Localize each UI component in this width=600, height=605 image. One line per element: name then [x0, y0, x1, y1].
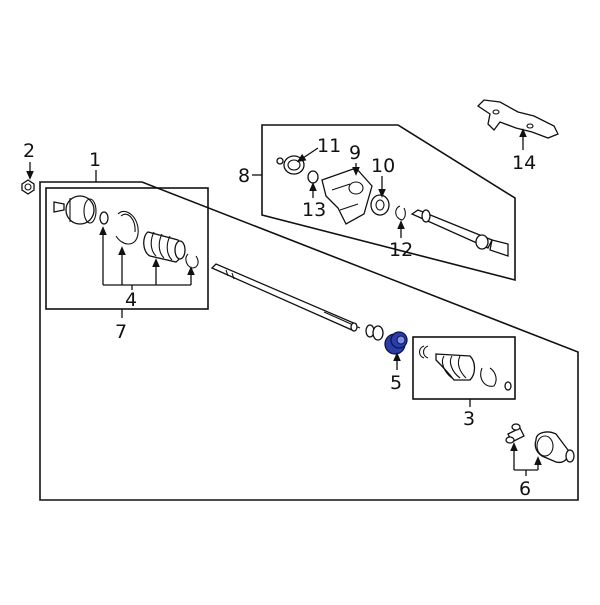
boot-band-large[interactable] — [115, 210, 139, 245]
callout-5: 5 — [390, 372, 402, 394]
main-assembly-frame — [39, 181, 579, 501]
callout-4: 4 — [125, 289, 137, 311]
callout-leaders — [26, 128, 527, 407]
callout-9: 9 — [349, 142, 361, 164]
outer-boot[interactable] — [143, 231, 186, 263]
circlip-13[interactable] — [307, 170, 319, 184]
highlighted-part-5[interactable] — [384, 331, 408, 355]
inner-boot-band-small[interactable] — [418, 345, 429, 359]
callout-6-leaders — [510, 442, 542, 476]
callout-4-leaders — [99, 226, 195, 290]
inner-snap-ring[interactable] — [504, 381, 512, 391]
outer-joint-kit-box — [45, 187, 209, 310]
callout-10: 10 — [371, 155, 395, 177]
callout-13: 13 — [302, 199, 326, 221]
bearing-support-bracket[interactable] — [321, 167, 373, 225]
hub-nut[interactable] — [21, 179, 35, 195]
circlip-12[interactable] — [395, 205, 406, 221]
tripod-joint[interactable] — [505, 423, 525, 444]
inner-boot-kit-box — [412, 336, 516, 400]
callout-12: 12 — [389, 239, 413, 261]
callout-11: 11 — [317, 135, 341, 157]
callout-2: 2 — [23, 140, 35, 162]
callout-6: 6 — [519, 478, 531, 500]
snap-ring-small[interactable] — [99, 211, 109, 225]
callout-7: 7 — [115, 321, 127, 343]
inner-cv-housing[interactable] — [534, 431, 575, 464]
bearing-10[interactable] — [370, 194, 390, 216]
axle-shaft[interactable] — [210, 263, 361, 332]
intermediate-shaft[interactable] — [410, 209, 509, 257]
callout-8: 8 — [238, 165, 250, 187]
heat-shield-bracket[interactable] — [476, 99, 559, 139]
callout-1: 1 — [89, 149, 101, 171]
inner-boot-band-large[interactable] — [480, 367, 497, 387]
boot-band-small[interactable] — [185, 253, 199, 269]
stopper-ring[interactable] — [372, 325, 384, 341]
intermediate-shaft-box — [261, 124, 516, 282]
inner-boot[interactable] — [435, 353, 476, 381]
oil-seal[interactable] — [276, 155, 305, 175]
callout-14: 14 — [512, 152, 536, 174]
outer-cv-joint[interactable] — [53, 195, 97, 225]
callout-3: 3 — [463, 408, 475, 430]
